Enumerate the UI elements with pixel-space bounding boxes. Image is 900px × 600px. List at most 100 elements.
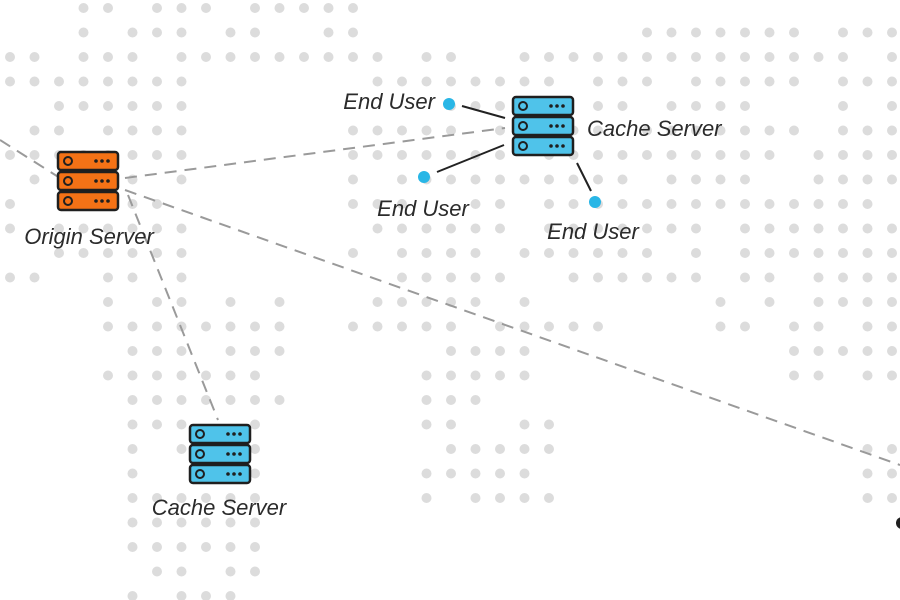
- map-dot: [617, 248, 628, 258]
- map-dot: [127, 52, 138, 62]
- map-dot: [470, 395, 481, 405]
- map-dot: [838, 76, 848, 87]
- map-dot: [838, 346, 848, 356]
- map-dot: [862, 76, 873, 87]
- map-dot: [152, 76, 162, 87]
- world-map-background: [5, 3, 897, 600]
- map-dot: [446, 150, 456, 160]
- map-dot: [348, 3, 358, 13]
- map-dot: [862, 199, 873, 209]
- map-dot: [176, 297, 187, 307]
- map-dot: [127, 444, 138, 454]
- map-dot: [544, 321, 554, 332]
- map-dot: [470, 199, 481, 209]
- map-dot: [764, 248, 775, 258]
- map-dot: [103, 3, 113, 13]
- map-dot: [568, 199, 579, 209]
- map-dot: [715, 297, 726, 307]
- end-user-dot: [443, 98, 455, 110]
- map-dot: [862, 248, 873, 258]
- map-dot: [691, 248, 701, 258]
- map-dot: [446, 346, 456, 356]
- map-dot: [225, 591, 236, 600]
- origin-server-label: Origin Server: [24, 224, 155, 249]
- map-dot: [764, 150, 775, 160]
- map-dot: [176, 174, 187, 185]
- map-dot: [813, 370, 824, 381]
- map-dot: [642, 272, 652, 283]
- map-dot: [421, 125, 432, 136]
- map-dot: [813, 52, 824, 62]
- map-dot: [593, 150, 603, 160]
- map-dot: [519, 297, 530, 307]
- map-dot: [764, 223, 775, 234]
- map-dot: [544, 174, 554, 185]
- map-dot: [176, 591, 187, 600]
- map-dot: [176, 542, 187, 552]
- map-dot: [862, 493, 873, 503]
- map-dot: [691, 27, 701, 38]
- map-dot: [470, 174, 481, 185]
- map-dot: [372, 321, 383, 332]
- map-dot: [740, 27, 750, 38]
- map-dot: [642, 248, 652, 258]
- map-dot: [470, 493, 481, 503]
- map-dot: [176, 370, 187, 381]
- map-dot: [887, 297, 897, 307]
- map-dot: [323, 52, 334, 62]
- map-dot: [78, 3, 89, 13]
- server-icon: [188, 423, 252, 485]
- map-dot: [176, 419, 187, 430]
- map-dot: [642, 27, 652, 38]
- map-dot: [446, 395, 456, 405]
- map-dot: [274, 3, 285, 13]
- map-dot: [446, 76, 456, 87]
- map-dot: [666, 272, 677, 283]
- map-dot: [176, 566, 187, 577]
- map-dot: [29, 76, 40, 87]
- map-dot: [691, 101, 701, 111]
- map-dot: [348, 248, 358, 258]
- map-dot: [495, 174, 505, 185]
- map-dot: [887, 370, 897, 381]
- map-dot: [250, 566, 260, 577]
- map-dot: [54, 223, 64, 234]
- map-dot: [348, 199, 358, 209]
- map-dot: [862, 272, 873, 283]
- map-dot: [887, 223, 897, 234]
- map-dot: [176, 150, 187, 160]
- map-dot: [323, 27, 334, 38]
- map-dot: [617, 272, 628, 283]
- map-dot: [666, 174, 677, 185]
- map-dot: [152, 3, 162, 13]
- map-dot: [421, 272, 432, 283]
- map-dot: [691, 199, 701, 209]
- map-dot: [5, 150, 15, 160]
- map-dot: [274, 52, 285, 62]
- map-dot: [789, 370, 799, 381]
- map-dot: [666, 150, 677, 160]
- map-dot: [495, 370, 505, 381]
- map-dot: [519, 321, 530, 332]
- map-dot: [838, 272, 848, 283]
- map-dot: [127, 395, 138, 405]
- map-dot: [887, 248, 897, 258]
- map-dot: [519, 52, 530, 62]
- map-dot: [201, 395, 211, 405]
- map-dot: [78, 52, 89, 62]
- map-dot: [519, 248, 530, 258]
- map-dot: [642, 223, 652, 234]
- map-dot: [348, 321, 358, 332]
- map-dot: [152, 419, 162, 430]
- map-dot: [225, 395, 236, 405]
- map-dot: [127, 223, 138, 234]
- edge-origin-to-cache-2: [127, 194, 219, 421]
- map-dot: [250, 52, 260, 62]
- map-dot: [348, 174, 358, 185]
- map-dot: [519, 346, 530, 356]
- map-dot: [127, 125, 138, 136]
- map-dot: [862, 468, 873, 479]
- map-dot: [519, 444, 530, 454]
- map-dot: [544, 493, 554, 503]
